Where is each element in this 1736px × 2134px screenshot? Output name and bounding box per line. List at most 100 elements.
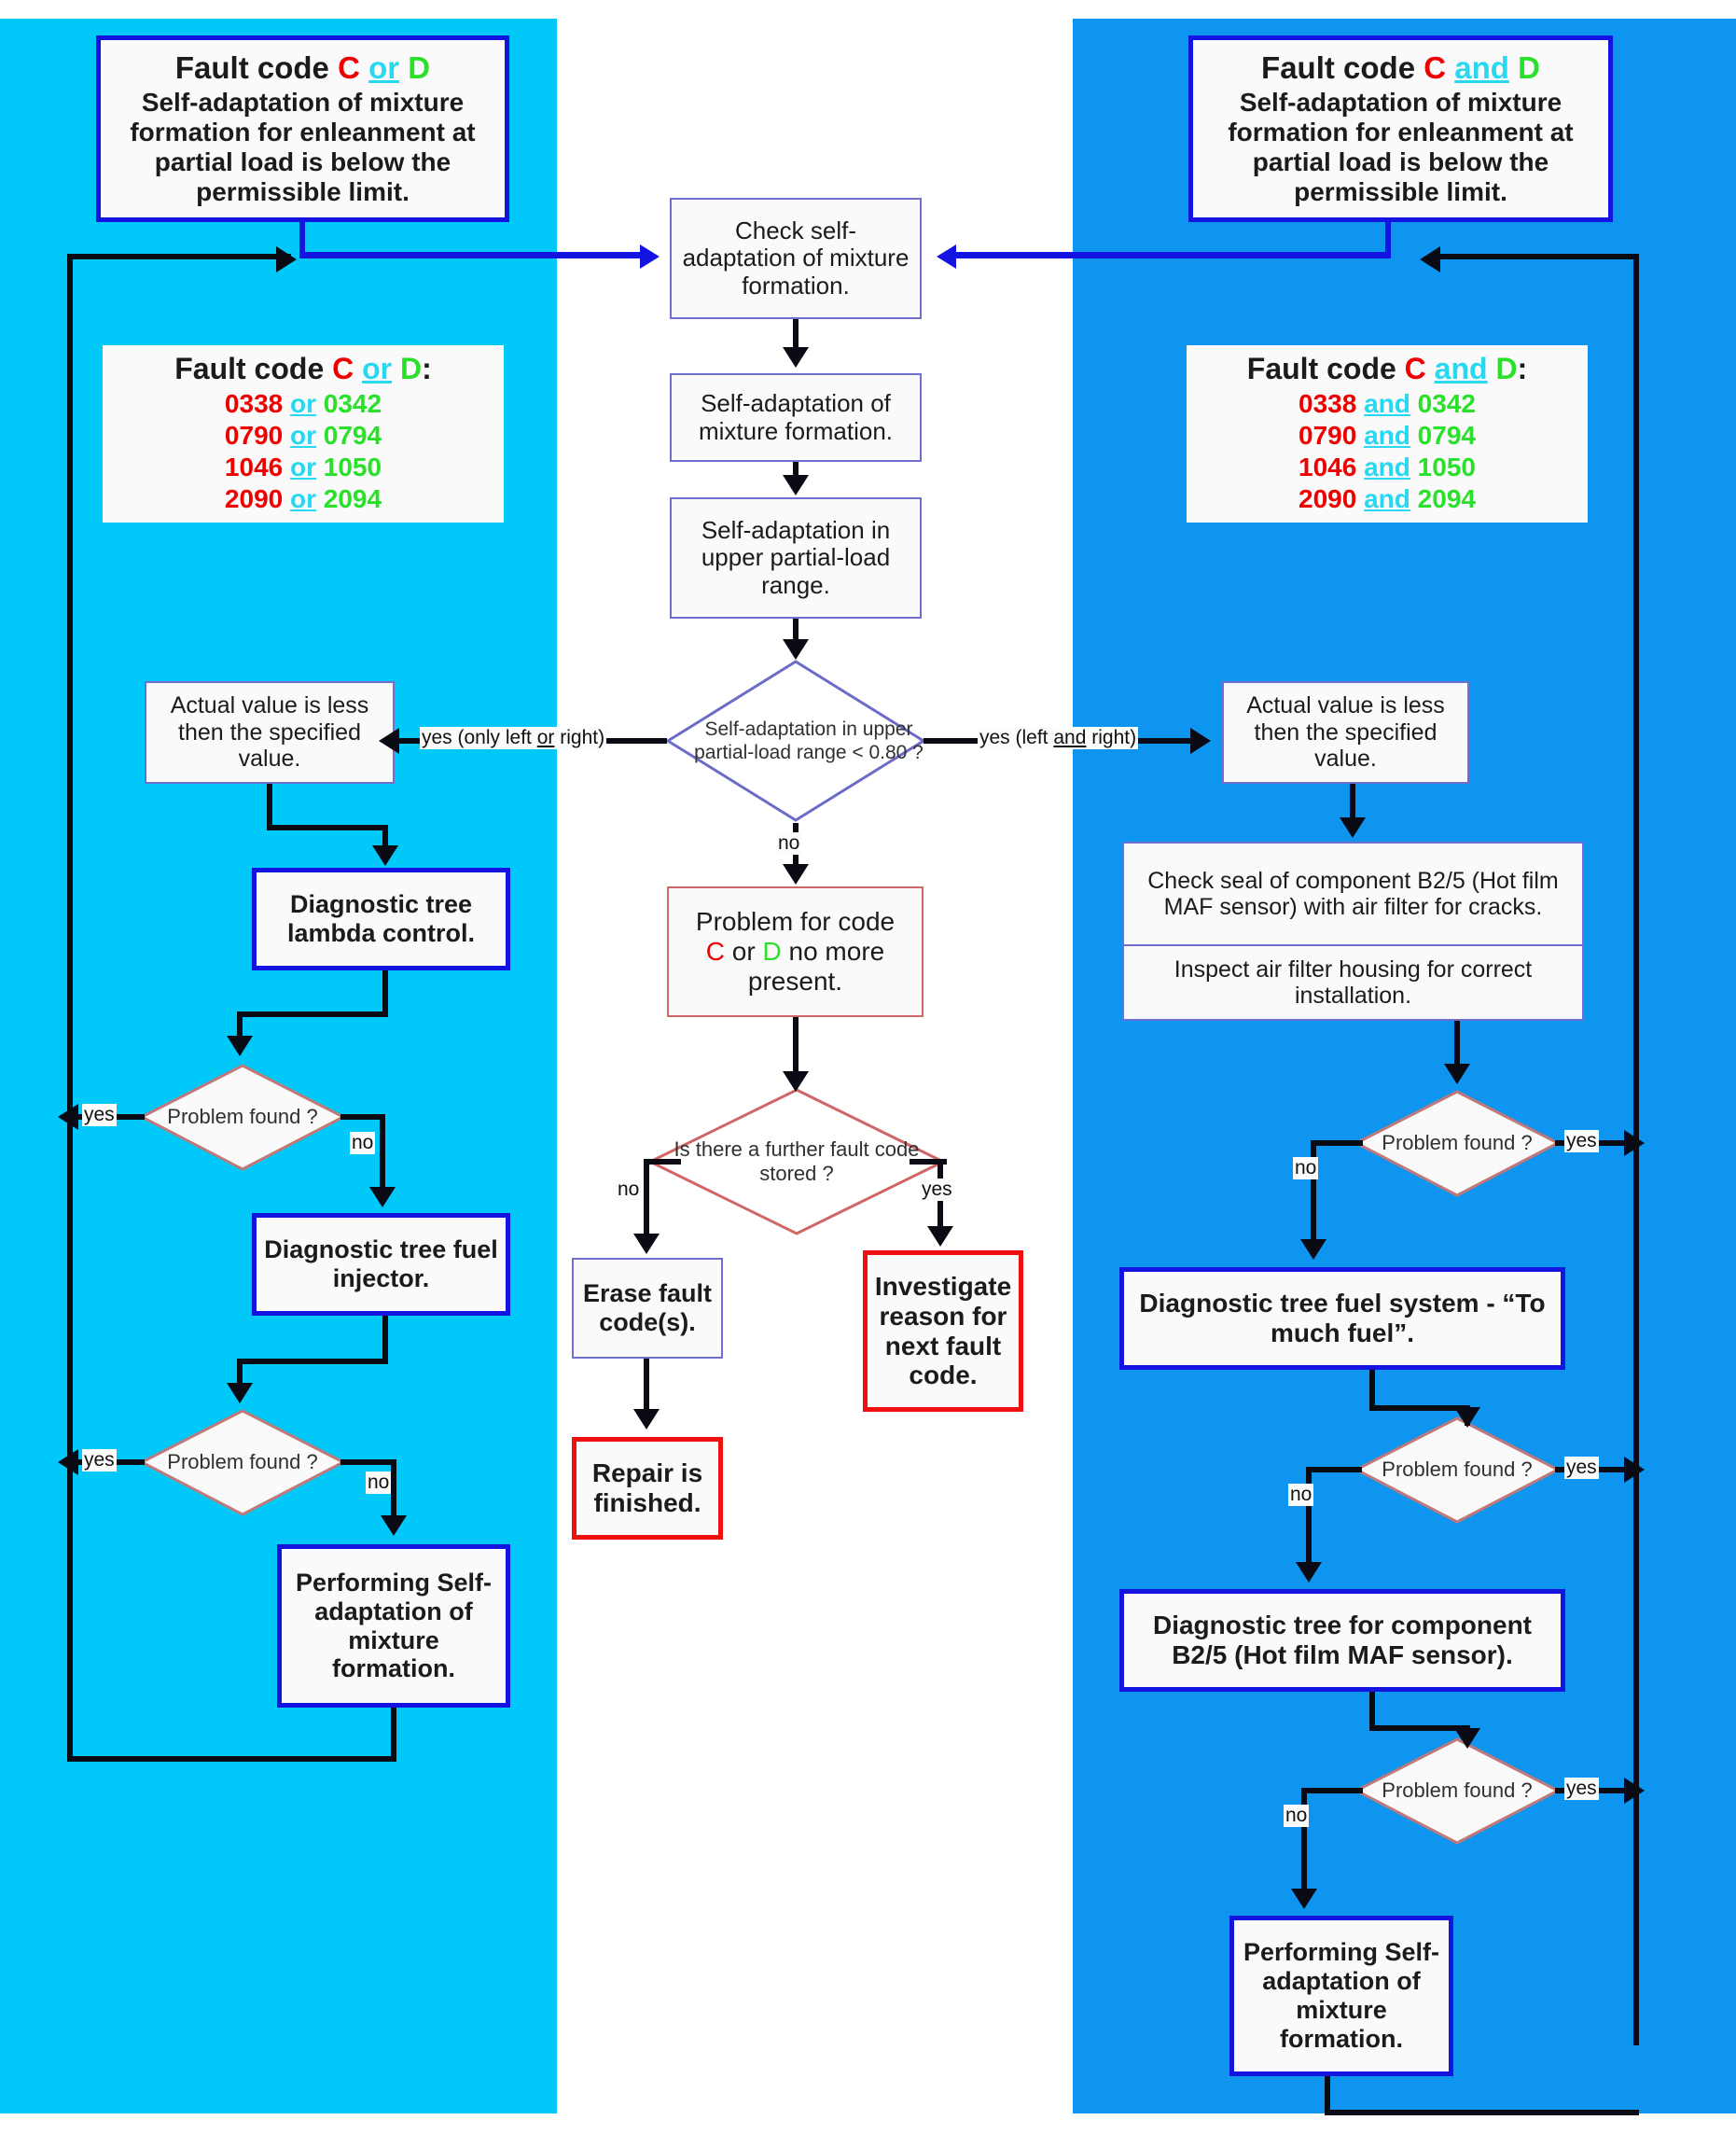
edge-left-header-down xyxy=(299,222,305,256)
center-decision: Self-adaptation in upper partial-load ra… xyxy=(665,659,926,823)
code-pair-row: 1046 or 1050 xyxy=(225,452,382,483)
left-decision-1-label: Problem found ? xyxy=(167,1105,318,1129)
edge-right-actual-down xyxy=(1350,784,1355,819)
edge-left-actual-right xyxy=(267,825,388,830)
edge-right-component-right xyxy=(1369,1725,1470,1731)
edge-right-performing-right xyxy=(1325,2110,1639,2115)
arrow-left-into-dec1 xyxy=(227,1036,253,1056)
conjunction-label: and xyxy=(1454,49,1509,85)
code-d-label: D xyxy=(1518,49,1540,85)
edge-center-further-yes xyxy=(910,1159,947,1165)
edge-right-inspect-down xyxy=(1454,1021,1460,1066)
center-erase-box: Erase fault code(s). xyxy=(572,1258,723,1359)
edge-right-loop-top xyxy=(1437,254,1639,259)
conjunction-label: or xyxy=(290,484,316,514)
right-check-seal-box: Check seal of component B2/5 (Hot film M… xyxy=(1122,842,1584,944)
right-dec3-yes-label: yes xyxy=(1564,1778,1599,1801)
center-self-adaptation-box: Self-adaptation of mixture formation. xyxy=(670,373,922,462)
code-pair-row: 1046 and 1050 xyxy=(1299,452,1476,483)
conjunction-label: or xyxy=(362,352,393,386)
center-decision-label: Self-adaptation in upper partial-load ra… xyxy=(694,718,924,763)
right-dec3-no-label: no xyxy=(1284,1805,1310,1828)
edge-right-dec2-no xyxy=(1306,1467,1362,1472)
code-pair-row: 0338 or 0342 xyxy=(225,388,382,420)
center-further-fault-decision: Is there a further fault code stored ? xyxy=(647,1087,946,1236)
arrow-left-into-lambda xyxy=(372,845,398,866)
arrow-center-erase-down xyxy=(633,1409,660,1430)
edge-left-injector-left xyxy=(237,1359,388,1364)
edge-right-loop-yes-rail xyxy=(1633,254,1639,2045)
right-inspect-housing-box: Inspect air filter housing for correct i… xyxy=(1122,944,1584,1021)
edge-right-header-down xyxy=(1385,222,1391,256)
edge-right-fuel-right xyxy=(1369,1405,1470,1411)
edge-left-injector-into-dec2 xyxy=(237,1359,243,1385)
edge-right-header-to-center xyxy=(956,252,1391,258)
arrow-left-to-center xyxy=(640,244,660,269)
code-d-label: D xyxy=(1495,352,1518,386)
code-pair-row: 2090 or 2094 xyxy=(225,483,382,515)
edge-left-lambda-down xyxy=(382,970,388,1017)
conjunction-label: and xyxy=(1364,484,1410,514)
left-decision-2: Problem found ? xyxy=(140,1409,345,1516)
left-injector-tree-box: Diagnostic tree fuel injector. xyxy=(252,1213,510,1316)
edge-right-dec2-no-down xyxy=(1306,1467,1312,1564)
left-dec2-yes-label: yes xyxy=(82,1449,117,1472)
code-c-value: 1046 xyxy=(1299,453,1357,482)
code-c-value: 0790 xyxy=(1299,421,1357,451)
left-header-box: Fault code C or D Self-adaptation of mix… xyxy=(96,35,509,222)
code-d-value: 0794 xyxy=(1417,421,1476,451)
code-d-label: D xyxy=(762,937,782,967)
edge-left-loop-down xyxy=(391,1708,396,1762)
left-dec1-no-label: no xyxy=(350,1132,376,1155)
conjunction-label: or xyxy=(290,421,316,451)
conjunction-label: or xyxy=(290,388,316,418)
arrow-center-check-down xyxy=(783,347,809,368)
code-c-value: 0338 xyxy=(224,388,284,418)
edge-center-problem-down xyxy=(793,1017,799,1075)
code-c-value: 1046 xyxy=(224,453,284,482)
problem-gone-line3: present. xyxy=(747,966,843,996)
edge-left-actual-into-lambda xyxy=(382,825,388,847)
left-header-title: Fault code C or D xyxy=(174,49,431,85)
arrow-center-dec-left xyxy=(379,728,399,754)
edge-left-header-to-center xyxy=(299,252,645,258)
code-d-value: 2094 xyxy=(323,484,382,514)
arrow-right-to-center xyxy=(937,244,956,269)
edge-left-lambda-into-dec1 xyxy=(237,1011,243,1038)
left-dec1-yes-label: yes xyxy=(82,1104,117,1127)
edge-left-loop-bottom xyxy=(67,1756,396,1762)
edge-right-performing-down xyxy=(1325,2076,1330,2115)
arrow-center-dec-no xyxy=(783,864,809,885)
edge-left-dec2-no-down xyxy=(391,1459,396,1517)
code-c-value: 0338 xyxy=(1299,388,1357,418)
center-further-no-label: no xyxy=(616,1179,642,1202)
conjunction-label: or xyxy=(290,453,316,482)
right-dec1-yes-label: yes xyxy=(1564,1130,1599,1153)
center-problem-gone-box: Problem for code C or D no more present. xyxy=(667,886,924,1017)
edge-center-erase-down xyxy=(644,1359,649,1411)
arrow-center-further-yes xyxy=(927,1226,953,1247)
center-repair-box: Repair is finished. xyxy=(572,1437,723,1540)
left-decision-1: Problem found ? xyxy=(140,1064,345,1171)
edge-right-dec1-no-down xyxy=(1311,1140,1316,1241)
conjunction-label: and xyxy=(1364,421,1410,451)
left-codes-title: Fault code C or D: xyxy=(174,352,432,386)
edge-center-check-down xyxy=(793,319,799,349)
code-d-value: 1050 xyxy=(1417,453,1476,482)
right-actual-value-box: Actual value is less then the specified … xyxy=(1222,681,1469,784)
code-pair-row: 2090 and 2094 xyxy=(1299,483,1476,515)
left-header-body: Self-adaptation of mixture formation for… xyxy=(130,88,476,207)
arrow-left-into-dec2 xyxy=(227,1383,253,1403)
right-decision-3: Problem found ? xyxy=(1354,1737,1560,1845)
center-dec-yes-right-label: yes (left and right) xyxy=(978,727,1139,750)
edge-left-injector-down xyxy=(382,1316,388,1364)
arrow-right-loop-into-header xyxy=(1420,246,1440,272)
code-d-value: 0342 xyxy=(323,388,382,418)
left-actual-value-box: Actual value is less then the specified … xyxy=(145,681,395,784)
problem-gone-line1: Problem for code xyxy=(695,907,896,937)
arrow-left-dec2-no xyxy=(381,1515,407,1536)
center-dec-no-label: no xyxy=(776,832,802,856)
